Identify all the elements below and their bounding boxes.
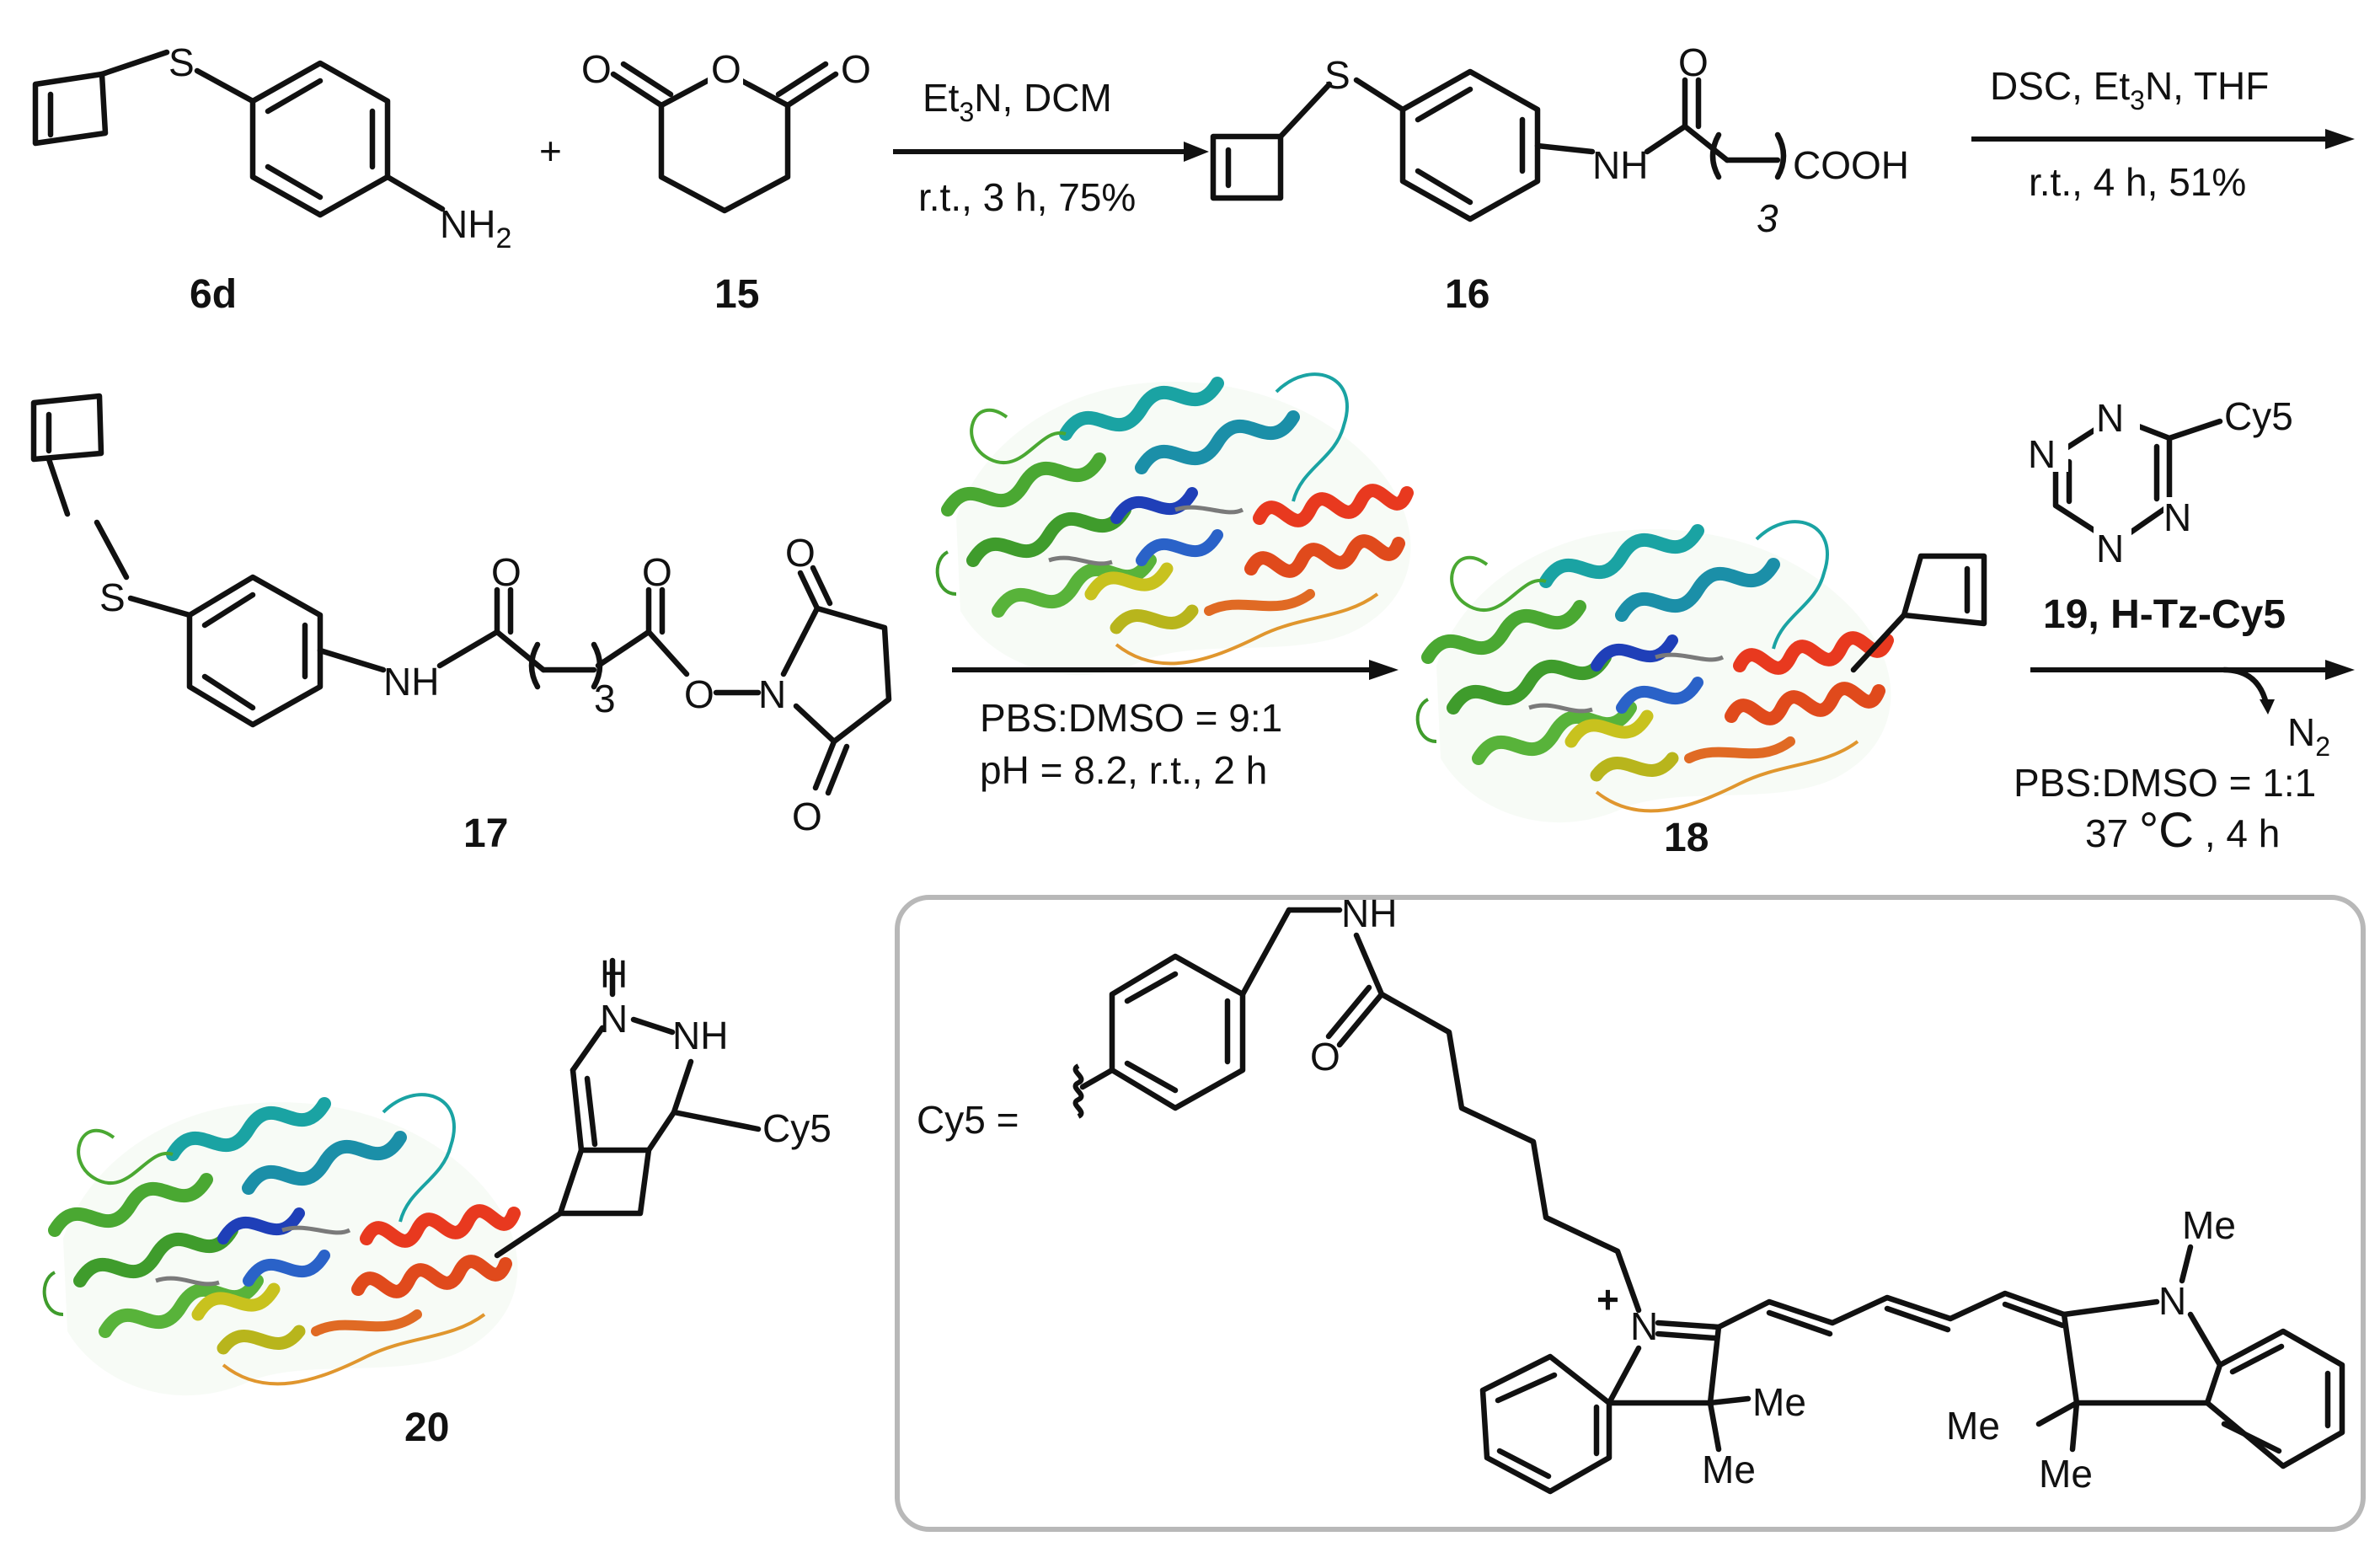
cy5-structure: NH O N + Me Me N Me <box>1079 891 2345 1496</box>
atom-o-nhs-top: O <box>785 531 816 575</box>
tz-cy5: Cy5 <box>2224 394 2293 438</box>
subscript-n-16: 3 <box>1757 196 1778 240</box>
atom-o-left: O <box>581 47 612 91</box>
atom-n-plus: N <box>1630 1304 1658 1348</box>
compound-label-6d: 6d <box>190 272 237 317</box>
protein-ribbon-icon <box>1418 522 1891 822</box>
me-right-2: Me <box>2039 1452 2093 1496</box>
atom-nh2: NH2 <box>440 202 511 254</box>
atom-cooh: COOH <box>1793 143 1909 187</box>
step3-conditions-1: PBS:DMSO = 9:1 <box>980 696 1282 740</box>
n2-byproduct: N2 <box>2287 710 2330 762</box>
protein-ribbon-icon <box>938 374 1411 675</box>
step1-conditions: r.t., 3 h, 75% <box>918 175 1136 219</box>
reaction-arrow-icon <box>2325 129 2355 149</box>
step2-conditions: r.t., 4 h, 51% <box>2029 160 2246 204</box>
compound-label-17: 17 <box>463 811 508 856</box>
plus-sign: + <box>539 129 562 173</box>
atom-s: S <box>168 40 195 84</box>
atom-cy5-20: Cy5 <box>762 1106 832 1150</box>
n2-release-arrowhead <box>2260 699 2275 715</box>
atom-nh-17: NH <box>383 660 439 704</box>
subscript-n-17: 3 <box>594 677 616 720</box>
compound-label-18: 18 <box>1664 816 1709 860</box>
cy5-definition-label: Cy5 = <box>917 1098 1019 1142</box>
reaction-arrow-icon <box>1369 660 1399 680</box>
atom-s-17: S <box>99 575 126 619</box>
atom-o-17a: O <box>491 550 521 594</box>
atom-n-20a: N <box>600 997 628 1041</box>
compound-label-19: 19, H-Tz-Cy5 <box>2043 592 2286 637</box>
compound-17-structure: S NH O 3 O O N O O <box>30 393 892 838</box>
compound-label-16: 16 <box>1445 272 1490 317</box>
compound-15-structure: O O O <box>581 47 871 214</box>
atom-n-right: N <box>2158 1279 2186 1323</box>
atom-nh-20: NH <box>672 1014 728 1057</box>
me-left-1: Me <box>1752 1380 1806 1424</box>
compound-label-15: 15 <box>714 272 759 317</box>
me-right-1: Me <box>1946 1404 2000 1448</box>
step3-conditions-2: pH = 8.2, r.t., 2 h <box>980 748 1267 792</box>
atom-s-16: S <box>1324 53 1350 97</box>
me-left-2: Me <box>1702 1448 1756 1491</box>
compound-label-20: 20 <box>404 1405 449 1450</box>
atom-o-17b: O <box>642 550 672 594</box>
tz-n1: N <box>2028 432 2056 476</box>
atom-nh-16: NH <box>1592 143 1648 187</box>
charge-plus: + <box>1596 1277 1619 1321</box>
atom-o-ring: O <box>711 47 741 91</box>
me-n: Me <box>2182 1203 2236 1247</box>
cy5-definition-box <box>895 895 2366 1532</box>
tz-n4: N <box>2096 527 2124 570</box>
atom-o-16: O <box>1678 40 1709 84</box>
step2-reagents: DSC, Et3N, THF <box>1990 64 2269 115</box>
atom-n-nhs: N <box>758 672 786 716</box>
compound-6d-structure: S NH2 <box>32 40 511 254</box>
step1-reagents: Et3N, DCM <box>923 76 1112 127</box>
compound-20-adduct: N H NH Cy5 <box>494 952 832 1259</box>
protein-ribbon-icon <box>45 1095 518 1395</box>
atom-o-right: O <box>841 47 871 91</box>
atom-o-nhs-bottom: O <box>792 795 822 838</box>
wavy-bond-icon <box>1076 1066 1082 1116</box>
reaction-arrow-icon <box>1184 142 1209 162</box>
tz-n3: N <box>2163 495 2191 539</box>
atom-o-cy5: O <box>1310 1035 1340 1079</box>
compound-16-structure: S NH O 3 COOH <box>1210 40 1909 240</box>
atom-o-ester: O <box>684 672 714 716</box>
atom-nh-cy5: NH <box>1341 891 1397 935</box>
step4-conditions-1: PBS:DMSO = 1:1 <box>2014 761 2316 805</box>
compound-19-tetrazine: N N N N Cy5 <box>2022 394 2293 570</box>
reaction-arrow-icon <box>2325 660 2355 680</box>
tz-n2: N <box>2096 396 2124 440</box>
step4-conditions-2: 37 °C , 4 h <box>2085 803 2280 858</box>
compound-18-cyclobutene <box>1850 553 1987 673</box>
n2-release-arrow <box>2221 666 2270 707</box>
